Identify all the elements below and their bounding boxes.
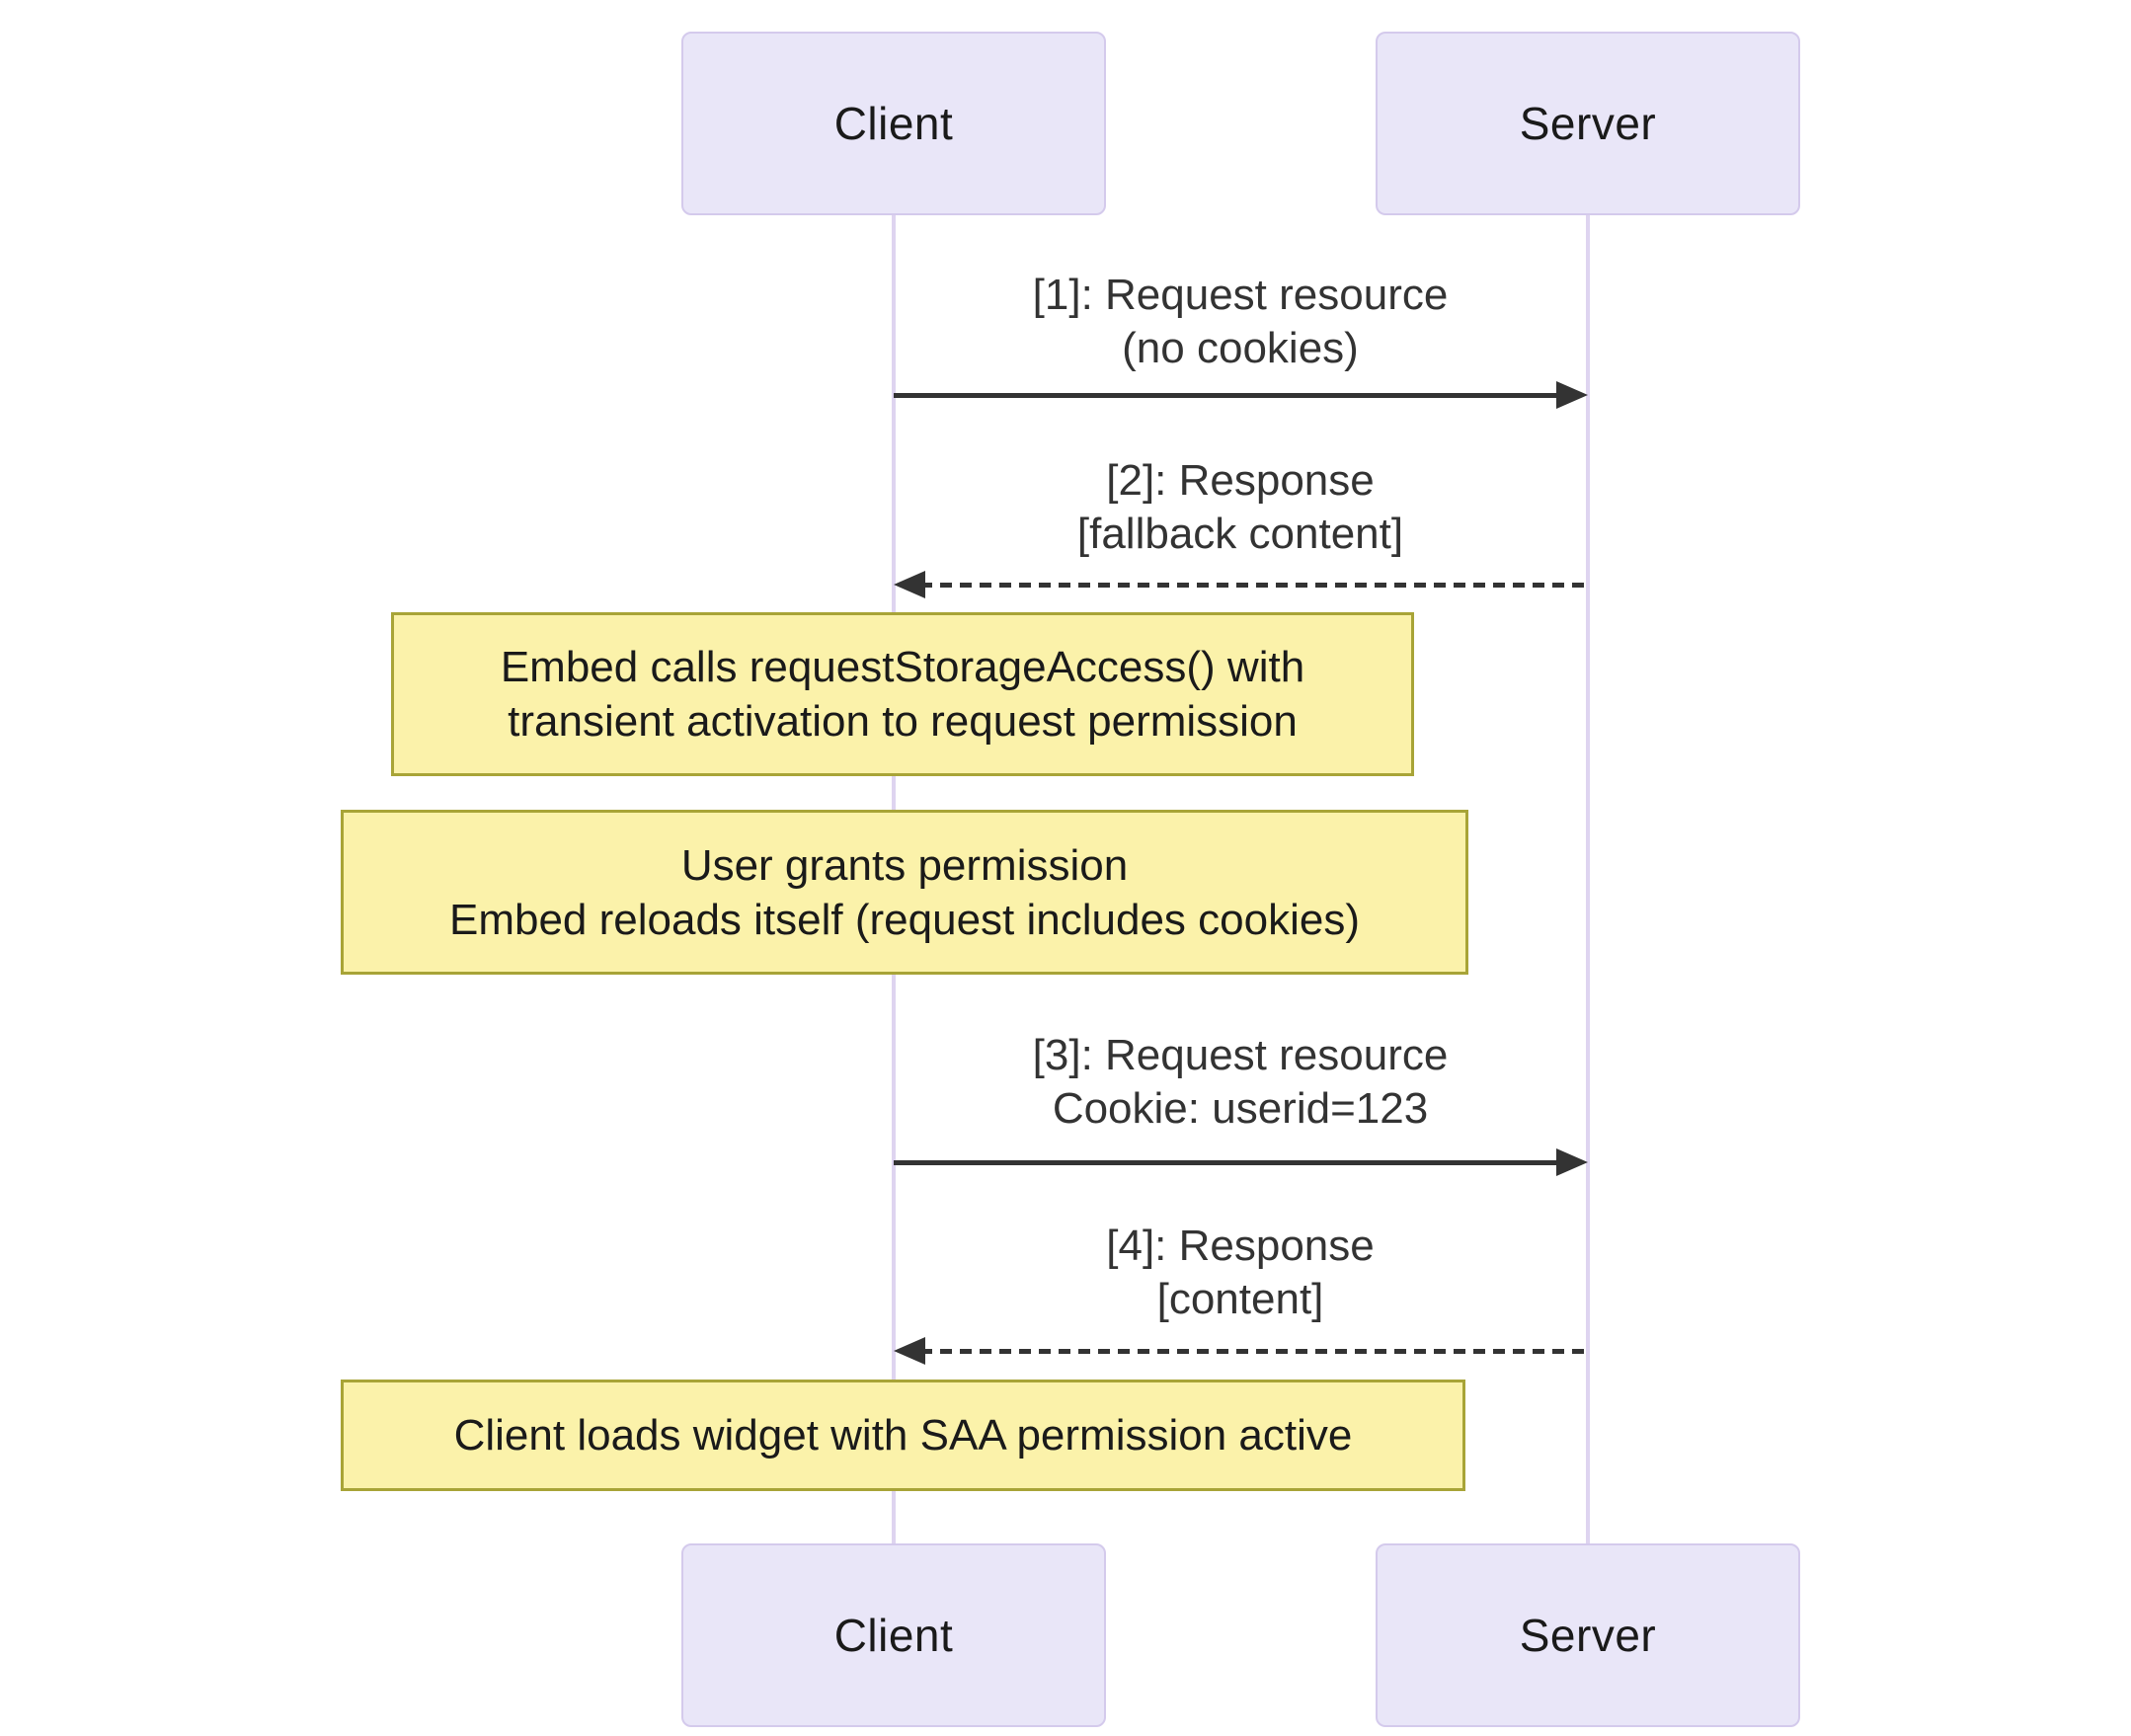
actor-server-top: Server xyxy=(1376,32,1800,215)
message-1-line2: (no cookies) xyxy=(1122,324,1359,372)
message-1-arrow xyxy=(894,381,1588,409)
message-3-line1: [3]: Request resource xyxy=(1032,1031,1449,1079)
note-2-line1: User grants permission xyxy=(680,840,1129,890)
note-3-line1: Client loads widget with SAA permission … xyxy=(453,1411,1353,1460)
arrowhead-left-icon xyxy=(894,1337,925,1365)
message-3-arrow xyxy=(894,1148,1588,1176)
actor-server-bottom: Server xyxy=(1376,1543,1800,1727)
note-client-loads-widget: Client loads widget with SAA permission … xyxy=(341,1380,1465,1491)
actor-client-label: Client xyxy=(833,98,954,149)
actor-client-bottom: Client xyxy=(681,1543,1106,1727)
message-1-line1: [1]: Request resource xyxy=(1032,271,1449,319)
message-4-line2: [content] xyxy=(1156,1275,1324,1323)
note-1-line1: Embed calls requestStorageAccess() with xyxy=(500,643,1305,691)
message-4-line1: [4]: Response xyxy=(1106,1222,1375,1270)
dashed-line xyxy=(920,1349,1588,1354)
server-lifeline xyxy=(1586,215,1590,1543)
message-1-label: [1]: Request resource (no cookies) xyxy=(796,269,1685,375)
message-2-arrow xyxy=(894,571,1588,598)
message-4-arrow xyxy=(894,1337,1588,1365)
message-4-label: [4]: Response [content] xyxy=(796,1220,1685,1326)
note-1-line2: transient activation to request permissi… xyxy=(508,697,1298,746)
arrowhead-right-icon xyxy=(1556,1148,1588,1176)
arrowhead-left-icon xyxy=(894,571,925,598)
message-2-line2: [fallback content] xyxy=(1076,510,1404,558)
dashed-line xyxy=(920,583,1588,588)
message-2-label: [2]: Response [fallback content] xyxy=(796,454,1685,561)
note-request-storage-access: Embed calls requestStorageAccess() with … xyxy=(391,612,1414,776)
arrowhead-right-icon xyxy=(1556,381,1588,409)
actor-server-label: Server xyxy=(1519,98,1657,149)
solid-line xyxy=(894,393,1561,398)
note-2-line2: Embed reloads itself (request includes c… xyxy=(448,895,1360,944)
actor-client-label: Client xyxy=(833,1610,954,1661)
note-user-grants-permission: User grants permission Embed reloads its… xyxy=(341,810,1468,975)
message-3-label: [3]: Request resource Cookie: userid=123 xyxy=(796,1029,1685,1136)
solid-line xyxy=(894,1160,1561,1165)
actor-client-top: Client xyxy=(681,32,1106,215)
actor-server-label: Server xyxy=(1519,1610,1657,1661)
message-2-line1: [2]: Response xyxy=(1106,456,1375,505)
message-3-line2: Cookie: userid=123 xyxy=(1052,1084,1429,1133)
